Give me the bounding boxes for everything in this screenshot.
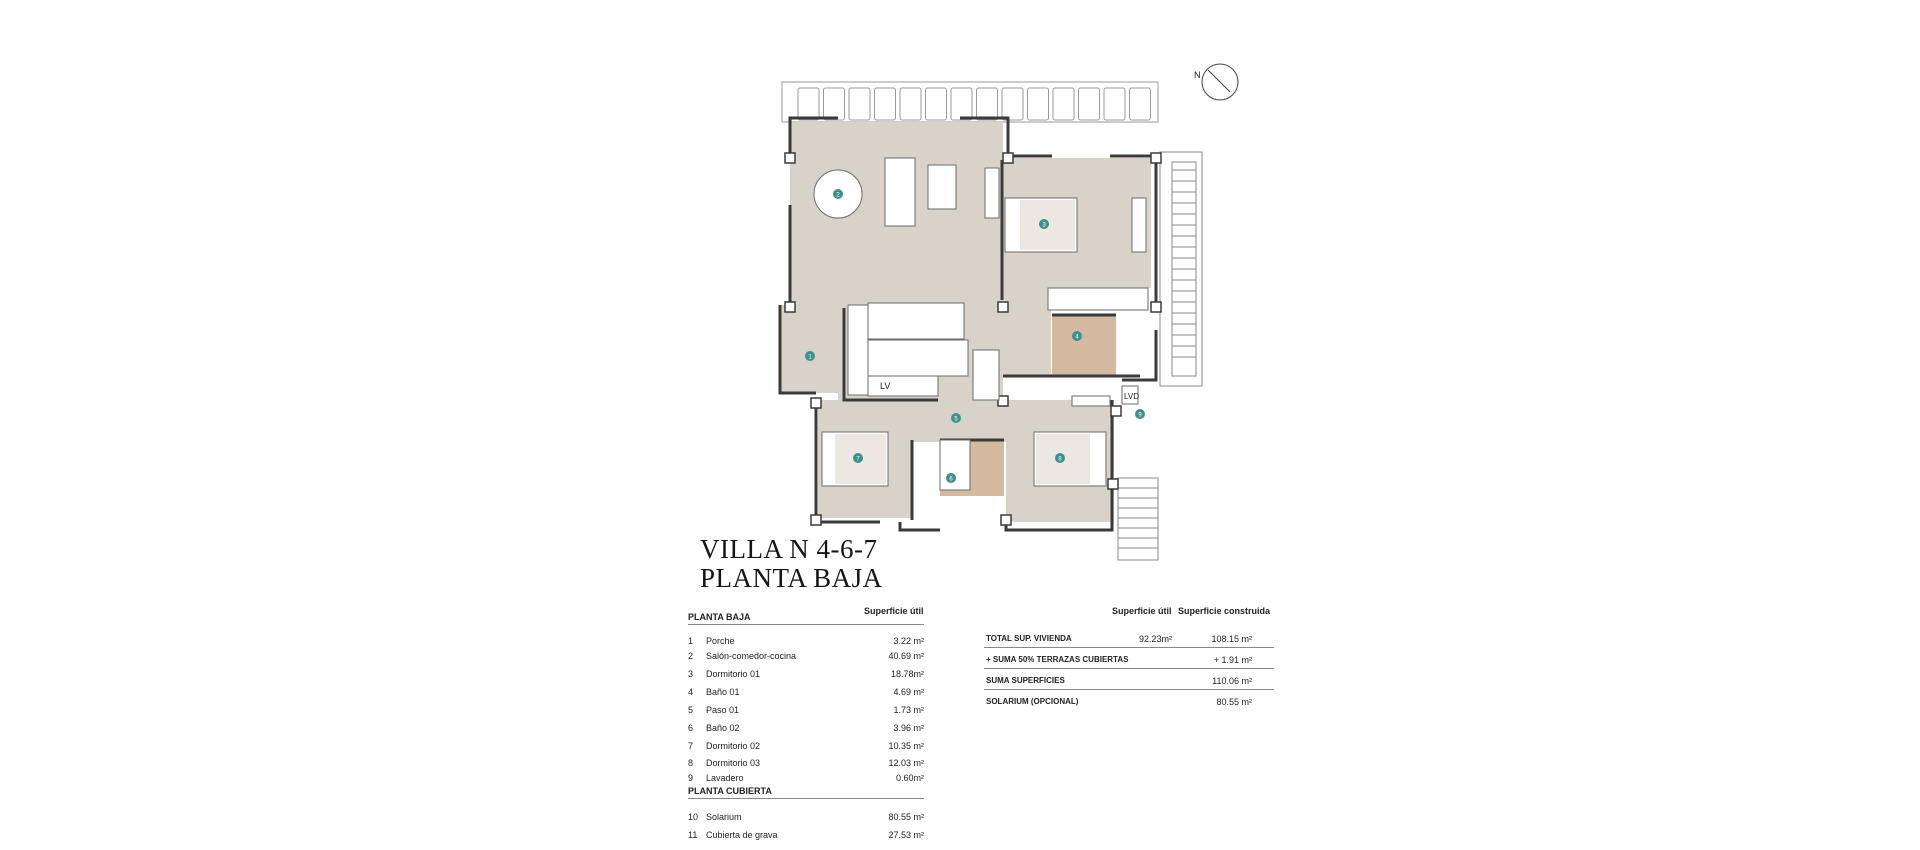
- wall-posts: [784, 152, 1162, 526]
- lv-label: LV: [880, 381, 891, 391]
- row-name: Paso 01: [706, 705, 740, 715]
- summary-label: SUMA SUPERFICIES: [986, 676, 1065, 685]
- table-row: 5 Paso 01 1.73 m²: [688, 705, 924, 717]
- row-value: 18.78m²: [890, 669, 924, 679]
- section-planta-baja: PLANTA BAJA: [688, 612, 751, 622]
- room-marker-number: 8: [1058, 457, 1062, 463]
- row-value: 3.22 m²: [893, 636, 924, 646]
- summary-row: TOTAL SUP. VIVIENDA 92.23m² 108.15 m²: [984, 634, 1274, 650]
- row-number: 10: [688, 812, 699, 822]
- summary-row: SOLARIUM (OPCIONAL) 80.55 m²: [984, 697, 1274, 713]
- table-row: 1 Porche 3.22 m²: [688, 636, 924, 648]
- table-row: 7 Dormitorio 02 10.35 m²: [688, 741, 924, 753]
- room-marker-number: 7: [856, 457, 860, 463]
- room-marker-2: 2: [833, 189, 843, 199]
- room-marker-7: 7: [853, 453, 863, 463]
- row-name: Baño 01: [706, 687, 740, 697]
- row-name: Lavadero: [706, 773, 744, 783]
- row-number: 9: [688, 773, 694, 783]
- table-row: 4 Baño 01 4.69 m²: [688, 687, 924, 699]
- stairs-bottom: [1117, 477, 1159, 561]
- room-marker-number: 4: [1075, 335, 1079, 341]
- row-value: 1.73 m²: [893, 705, 924, 715]
- summary-label: SOLARIUM (OPCIONAL): [986, 697, 1079, 706]
- room-marker-number: 1: [808, 355, 812, 361]
- room-marker-number: 6: [949, 477, 953, 483]
- summary-construida: 80.55 m²: [1216, 697, 1252, 707]
- summary-construida: 108.15 m²: [1211, 634, 1252, 644]
- terrace-railing: [781, 81, 1159, 123]
- summary-construida: + 1.91 m²: [1213, 655, 1252, 665]
- room-marker-5: 5: [951, 413, 961, 423]
- row-name: Dormitorio 01: [706, 669, 761, 679]
- room-marker-number: 2: [836, 193, 840, 199]
- row-number: 6: [688, 723, 694, 733]
- row-number: 4: [688, 687, 694, 697]
- table-row: 11 Cubierta de grava 27.53 m²: [688, 830, 924, 842]
- row-name: Dormitorio 03: [706, 758, 761, 768]
- summary-row: + SUMA 50% TERRAZAS CUBIERTAS + 1.91 m²: [984, 655, 1274, 671]
- row-number: 8: [688, 758, 694, 768]
- summary-util: 92.23m²: [1138, 634, 1172, 644]
- row-value: 0.60m²: [895, 773, 924, 783]
- room-marker-9: 9: [1135, 409, 1145, 419]
- villa-title: VILLA N 4-6-7: [700, 534, 878, 564]
- row-value: 3.96 m²: [893, 723, 924, 733]
- row-value: 4.69 m²: [893, 687, 924, 697]
- surface-table-right: Superficie útil Superficie construida TO…: [984, 606, 1274, 716]
- table-row: 10 Solarium 80.55 m²: [688, 812, 924, 824]
- section-planta-cubierta: PLANTA CUBIERTA: [688, 786, 772, 796]
- summary-construida: 110.06 m²: [1212, 676, 1252, 686]
- row-number: 11: [688, 830, 698, 840]
- row-number: 2: [688, 651, 694, 661]
- row-value: 40.69 m²: [888, 651, 924, 661]
- header-superficie-util: Superficie útil: [864, 606, 924, 616]
- row-name: Baño 02: [706, 723, 740, 733]
- surface-table-left: PLANTA BAJA Superficie útil 1 Porche 3.22 …: [688, 606, 924, 846]
- row-number: 5: [688, 705, 694, 715]
- row-value: 10.35 m²: [888, 741, 924, 751]
- summary-label: + SUMA 50% TERRAZAS CUBIERTAS: [986, 655, 1129, 664]
- table-row: 9 Lavadero 0.60m²: [688, 773, 924, 785]
- room-marker-8: 8: [1055, 453, 1065, 463]
- room-marker-number: 3: [1042, 223, 1046, 229]
- row-number: 3: [688, 669, 694, 679]
- floor-title: PLANTA BAJA: [700, 563, 883, 593]
- room-marker-4: 4: [1072, 331, 1082, 341]
- summary-row: SUMA SUPERFICIES 110.06 m²: [984, 676, 1274, 692]
- north-label: N: [1194, 70, 1201, 80]
- stairs-right: [1159, 151, 1203, 387]
- table-row: 8 Dormitorio 03 12.03 m²: [688, 758, 924, 770]
- row-number: 1: [688, 636, 694, 646]
- row-value: 80.55 m²: [888, 812, 924, 822]
- row-name: Cubierta de grava: [706, 830, 778, 840]
- row-number: 7: [688, 741, 694, 751]
- row-name: Porche: [706, 636, 735, 646]
- header-construida: Superficie construida: [1178, 606, 1271, 616]
- north-compass: [1201, 63, 1239, 101]
- room-markers: 1 2 3 4 5 6 7 8 9: [805, 189, 1145, 483]
- table-row: 6 Baño 02 3.96 m²: [688, 723, 924, 735]
- row-value: 27.53 m²: [888, 830, 924, 840]
- row-name: Solarium: [706, 812, 742, 822]
- header-util: Superficie útil: [1112, 606, 1172, 616]
- room-marker-number: 9: [1138, 413, 1142, 419]
- lvd-label: LVD: [1124, 392, 1139, 401]
- row-name: Salón-comedor-cocina: [706, 651, 797, 661]
- table-row: 2 Salón-comedor-cocina 40.69 m²: [688, 651, 924, 663]
- row-name: Dormitorio 02: [706, 741, 761, 751]
- table-row: 3 Dormitorio 01 18.78m²: [688, 669, 924, 681]
- summary-label: TOTAL SUP. VIVIENDA: [986, 634, 1072, 643]
- row-value: 12.03 m²: [888, 758, 924, 768]
- room-marker-number: 5: [954, 417, 958, 423]
- room-marker-1: 1: [805, 351, 815, 361]
- room-marker-3: 3: [1039, 219, 1049, 229]
- room-marker-6: 6: [946, 473, 956, 483]
